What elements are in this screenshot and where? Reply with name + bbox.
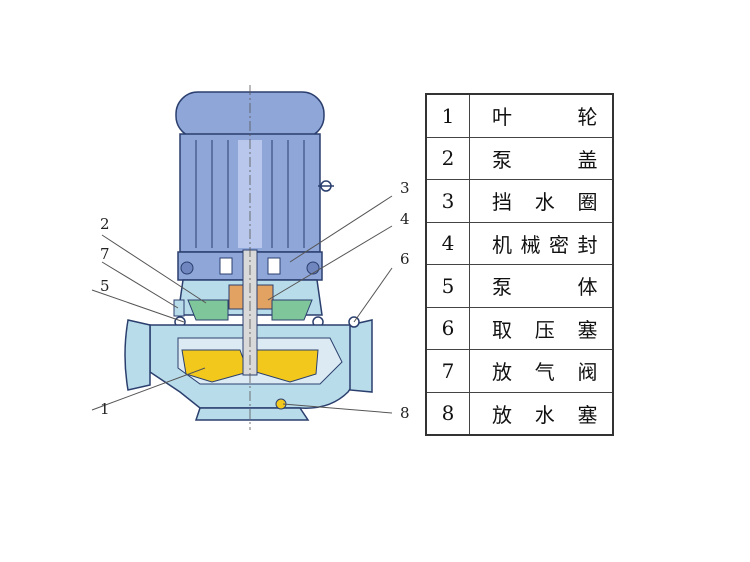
callout-3: 3 — [400, 179, 410, 197]
callout-2: 2 — [100, 215, 110, 233]
leader-lines — [91, 195, 393, 414]
legend-number: 8 — [425, 391, 470, 436]
legend-part-name: 放气阀 — [469, 349, 613, 393]
legend-part-name: 挡水圈 — [469, 179, 613, 223]
outlet-flange — [349, 319, 373, 393]
legend-part-name: 叶 轮 — [469, 93, 613, 138]
legend-part-name: 取压塞 — [469, 306, 613, 350]
parts-legend-table: 1 叶 轮 2 泵 盖 3 挡水圈 4 机械密封 5 泵 体 6 取压塞 7 放… — [425, 93, 614, 436]
legend-row: 1 叶 轮 — [425, 93, 613, 138]
pump-casing — [124, 249, 373, 421]
callout-6: 6 — [400, 250, 410, 268]
base-foot — [194, 407, 310, 421]
legend-row: 3 挡水圈 — [425, 179, 613, 223]
callout-4: 4 — [400, 210, 410, 228]
bearing-left — [219, 257, 233, 275]
legend-number: 1 — [425, 93, 470, 138]
legend-row: 5 泵 体 — [425, 264, 613, 308]
legend-number: 6 — [425, 306, 470, 350]
pump-cover — [187, 299, 229, 321]
legend-part-name: 泵 盖 — [469, 136, 613, 180]
legend-number: 4 — [425, 221, 470, 265]
callout-1: 1 — [100, 400, 110, 418]
callout-5: 5 — [100, 277, 110, 295]
legend-row: 7 放气阀 — [425, 349, 613, 393]
legend-number: 5 — [425, 264, 470, 308]
legend-row: 4 机械密封 — [425, 221, 613, 265]
legend-row: 2 泵 盖 — [425, 136, 613, 180]
legend-row: 6 取压塞 — [425, 306, 613, 350]
callout-labels: 1 2 3 4 5 6 7 8 — [100, 179, 410, 422]
legend-row: 8 放水塞 — [425, 391, 613, 436]
legend-number: 2 — [425, 136, 470, 180]
inlet-flange — [124, 319, 151, 391]
legend-part-name: 放水塞 — [469, 391, 613, 436]
legend-number: 3 — [425, 179, 470, 223]
callout-8: 8 — [400, 404, 410, 422]
cooling-fins — [195, 140, 305, 248]
callout-7: 7 — [100, 245, 110, 263]
legend-number: 7 — [425, 349, 470, 393]
legend-part-name: 泵 体 — [469, 264, 613, 308]
bearing-right — [267, 257, 281, 275]
impeller — [181, 349, 249, 383]
legend-part-name: 机械密封 — [469, 221, 613, 265]
vent-valve — [173, 299, 185, 317]
